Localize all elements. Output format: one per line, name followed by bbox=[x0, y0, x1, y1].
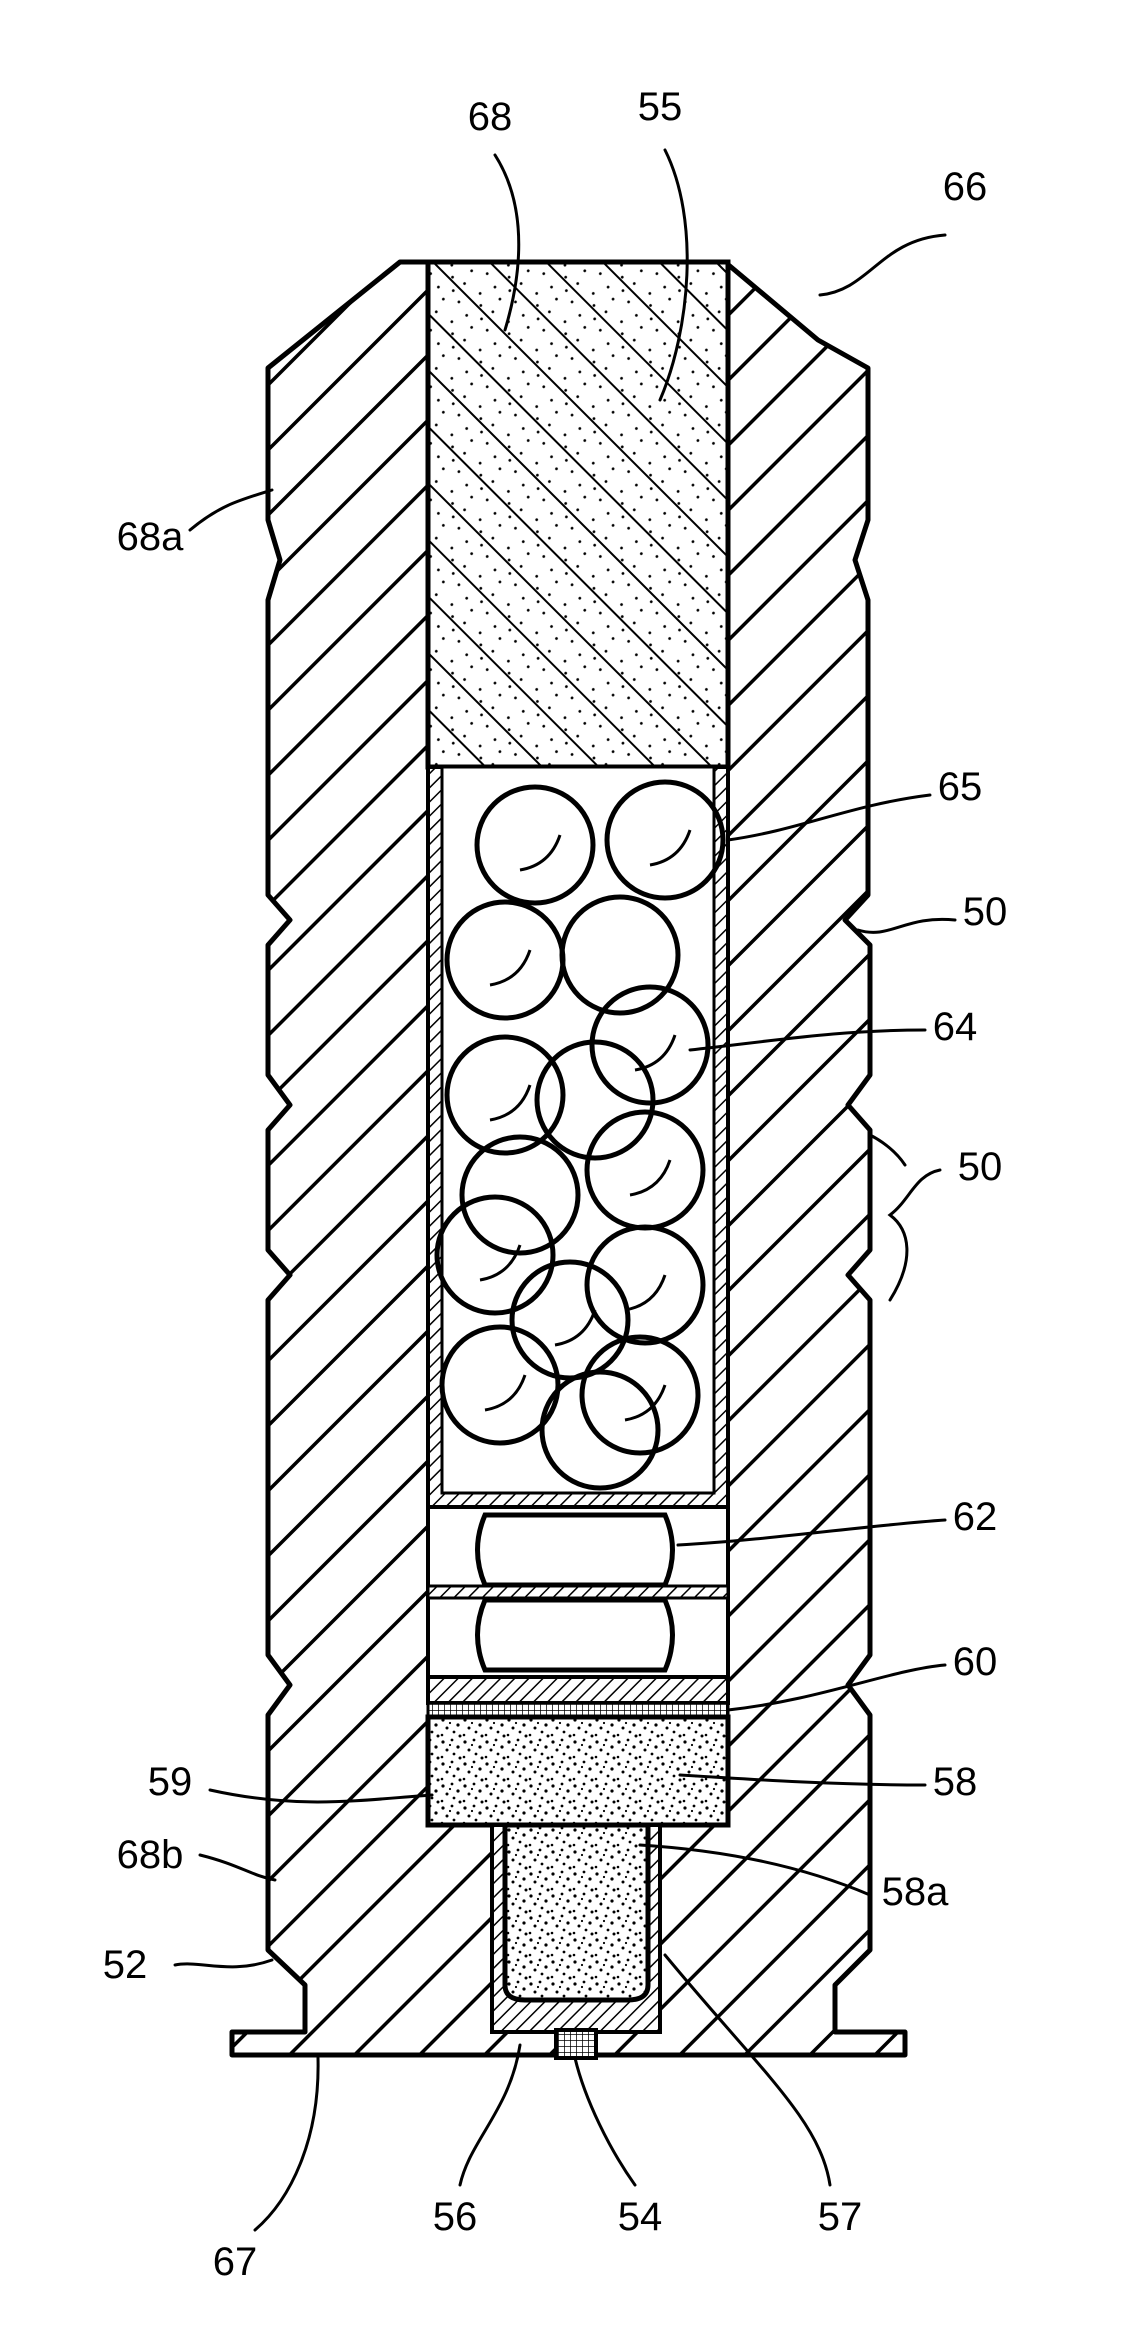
capsules-62 bbox=[428, 1507, 728, 1677]
label-57: 57 bbox=[818, 2195, 863, 2239]
label-50-upper: 50 bbox=[963, 890, 1008, 934]
label-59: 59 bbox=[148, 1760, 193, 1804]
ball-chamber bbox=[442, 767, 714, 1493]
label-58a: 58a bbox=[882, 1870, 949, 1914]
label-56: 56 bbox=[433, 2195, 478, 2239]
label-54: 54 bbox=[618, 2195, 663, 2239]
disc-60 bbox=[428, 1677, 728, 1703]
label-65: 65 bbox=[938, 765, 983, 809]
label-55: 55 bbox=[638, 85, 683, 129]
label-62: 62 bbox=[953, 1495, 998, 1539]
label-68a: 68a bbox=[117, 515, 184, 559]
label-60: 60 bbox=[953, 1640, 998, 1684]
label-64: 64 bbox=[933, 1005, 978, 1049]
charge-58a bbox=[505, 1825, 648, 2000]
top-plug-68 bbox=[428, 262, 728, 767]
label-68: 68 bbox=[468, 95, 513, 139]
label-58: 58 bbox=[933, 1760, 978, 1804]
label-52: 52 bbox=[103, 1943, 148, 1987]
label-66: 66 bbox=[943, 165, 988, 209]
label-50-lower: 50 bbox=[958, 1145, 1003, 1189]
charge-58 bbox=[428, 1717, 728, 1825]
primer-54 bbox=[556, 2030, 596, 2058]
label-67: 67 bbox=[213, 2240, 258, 2284]
label-68b: 68b bbox=[117, 1833, 184, 1877]
